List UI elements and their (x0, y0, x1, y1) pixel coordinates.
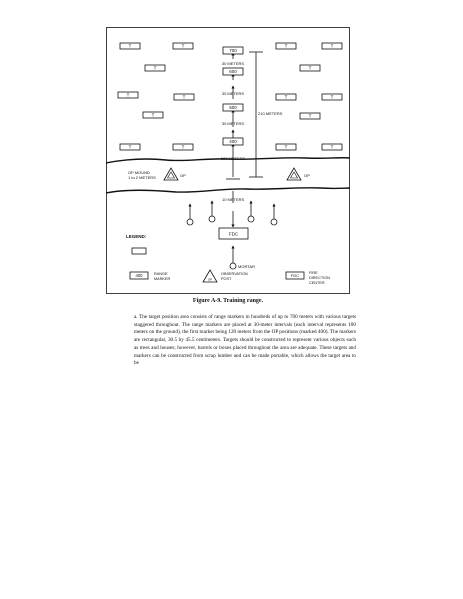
ground-line-bottom (106, 187, 350, 194)
range-markers: 700 600 500 400 (222, 46, 244, 146)
target: T (172, 143, 194, 151)
op-mound-label: OP MOUND (128, 170, 150, 175)
target: T (321, 93, 343, 101)
svg-text:T: T (154, 66, 157, 71)
svg-text:DIRECTION: DIRECTION (309, 276, 330, 280)
svg-text:RANGE: RANGE (154, 272, 168, 276)
svg-text:T: T (182, 44, 185, 49)
svg-text:T: T (285, 44, 288, 49)
mortar-position (186, 203, 194, 226)
svg-text:400: 400 (136, 273, 144, 278)
legend-observation-post: OP OBSERVATION POST (202, 269, 248, 283)
svg-text:700: 700 (229, 48, 237, 53)
svg-text:FDC: FDC (291, 273, 299, 278)
mortar-position (247, 200, 255, 223)
mortar-positions (186, 200, 278, 226)
fdc-distance-label: 10 METERS (222, 197, 245, 202)
range-marker: 500 (222, 103, 244, 112)
target: T (275, 143, 297, 151)
svg-text:T: T (129, 44, 132, 49)
range-marker: 600 (222, 67, 244, 76)
svg-text:T: T (331, 44, 334, 49)
svg-text:OP: OP (304, 173, 310, 178)
fdc-box: FDC (218, 227, 249, 240)
legend-title: LEGEND: (126, 234, 147, 239)
target: T (173, 93, 195, 101)
interval-label: 30 METERS (222, 91, 245, 96)
diagram-frame (106, 27, 350, 294)
svg-text:OP: OP (180, 173, 186, 178)
svg-text:FIRE: FIRE (309, 271, 318, 275)
svg-text:T: T (129, 145, 132, 150)
svg-text:400: 400 (229, 139, 237, 144)
svg-text:MARKER: MARKER (154, 277, 171, 281)
body-paragraph: a. The target position area consists of … (134, 314, 356, 367)
ground-line-top (106, 157, 350, 164)
span-indicator (249, 51, 263, 178)
legend-fdc: FDC FIRE DIRECTION CENTER (285, 271, 330, 285)
target: T (117, 91, 139, 99)
range-marker: 700 (222, 46, 244, 55)
target: T (119, 42, 141, 50)
svg-text:600: 600 (229, 69, 237, 74)
svg-text:T: T (182, 145, 185, 150)
op-mound-height: 1 to 2 METERS (128, 175, 156, 180)
targets: T T T T T T T T T T T T T T T T (117, 42, 343, 151)
target: T (144, 64, 166, 72)
svg-text:OBSERVATION: OBSERVATION (221, 272, 248, 276)
interval-label: 30 METERS (222, 61, 245, 66)
figure-caption: Figure A-9. Training range. (192, 298, 264, 304)
legend-range-marker: 400 RANGE MARKER (129, 271, 171, 281)
svg-text:T: T (127, 93, 130, 98)
target: T (172, 42, 194, 50)
svg-text:T: T (183, 95, 186, 100)
target: T (321, 143, 343, 151)
training-range-diagram: T T T T T T T T T T T T T T T T 700 600 … (106, 27, 350, 294)
svg-text:T: T (331, 95, 334, 100)
svg-text:T: T (309, 114, 312, 119)
svg-text:T: T (331, 145, 334, 150)
svg-text:POST: POST (221, 277, 232, 281)
mortar-label: MORTAR (238, 264, 255, 269)
mortar-position (208, 200, 216, 223)
svg-text:T: T (285, 95, 288, 100)
svg-text:500: 500 (229, 105, 237, 110)
target: T (275, 42, 297, 50)
span-label: 210 METERS (258, 111, 283, 116)
svg-text:CENTER: CENTER (309, 281, 325, 285)
mortar-position (270, 203, 278, 226)
observation-post-left: OP (163, 167, 186, 181)
range-marker: 400 (222, 137, 244, 146)
target: T (119, 143, 141, 151)
target: T (321, 42, 343, 50)
svg-text:OP: OP (208, 278, 212, 282)
range-line (226, 52, 240, 228)
mortar-symbol (229, 245, 237, 270)
svg-text:T: T (285, 145, 288, 150)
target: T (275, 93, 297, 101)
interval-label: 30 METERS (222, 121, 245, 126)
target: T (142, 111, 164, 119)
target: T (299, 64, 321, 72)
svg-text:T: T (309, 66, 312, 71)
svg-text:FDC: FDC (229, 232, 239, 237)
legend-target-symbol (131, 247, 147, 255)
svg-text:T: T (152, 113, 155, 118)
observation-post-right: OP (286, 167, 310, 181)
target: T (299, 112, 321, 120)
